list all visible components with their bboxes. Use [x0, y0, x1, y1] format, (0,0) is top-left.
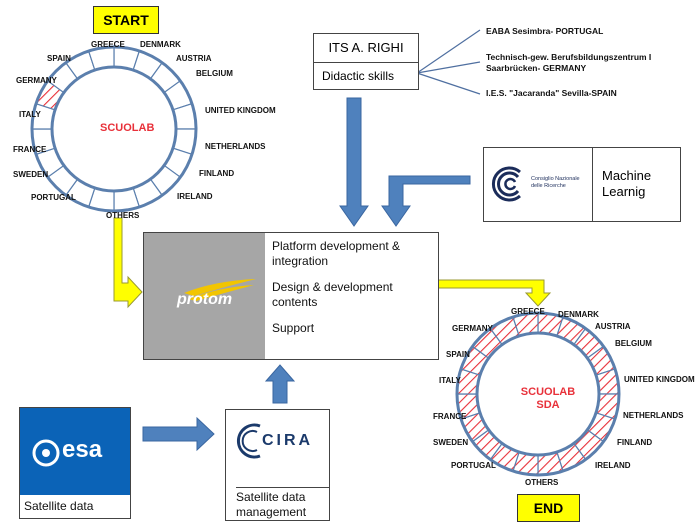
country-label: SWEDEN [13, 170, 49, 179]
cira-caption-line1: Satellite data [236, 490, 306, 504]
arrow-its-to-protom [339, 97, 369, 227]
scuolab-sda-label: SCUOLAB SDA [518, 386, 578, 412]
end-label: END [517, 494, 580, 522]
cira-caption: Satellite data management [236, 487, 329, 520]
school-saarbrucken-line1: Technisch-gew. Berufsbildungszentrum I [486, 52, 652, 62]
arrow-cnr-to-protom [381, 175, 471, 227]
start-label: START [93, 6, 159, 34]
esa-logo-text: esa [62, 436, 103, 463]
country-label: SWEDEN [433, 438, 469, 447]
protom-item-design: Design & development [272, 280, 393, 294]
country-label: OTHERS [525, 478, 559, 487]
country-label: GERMANY [452, 324, 493, 333]
country-label: BELGIUM [615, 339, 652, 348]
country-label: AUSTRIA [176, 54, 212, 63]
school-saarbrucken-line2: Saarbrücken- GERMANY [486, 63, 587, 73]
protom-item-contents: contents [272, 295, 318, 309]
cira-logo-icon [237, 423, 261, 459]
its-school-connector [416, 72, 481, 95]
protom-box: protom Platform development & integratio… [143, 232, 439, 360]
protom-items: Platform development & integration Desig… [272, 239, 400, 336]
country-label: PORTUGAL [31, 193, 76, 202]
cnr-logo-area: Consiglio Nazionale delle Ricerche [484, 148, 593, 221]
country-label: FRANCE [13, 145, 47, 154]
ring-group [455, 311, 621, 477]
country-label: NETHERLANDS [623, 411, 684, 420]
scuolab-sda-line2: SDA [536, 399, 560, 411]
its-school-connector [416, 29, 481, 74]
ring-outer [455, 311, 621, 477]
ring-inner [50, 65, 178, 193]
its-righi-box: ITS A. RIGHI Didactic skills [313, 33, 419, 90]
country-label: GREECE [511, 307, 545, 316]
country-label: DENMARK [558, 310, 599, 319]
cira-box: CIRA Satellite data management [225, 409, 330, 521]
ring-inner [475, 331, 601, 457]
country-label: ITALY [19, 110, 41, 119]
its-title: ITS A. RIGHI [314, 34, 418, 63]
esa-logo: esa [20, 408, 130, 495]
country-label: FINLAND [617, 438, 653, 447]
protom-logo-swoosh [184, 279, 256, 301]
school-sevilla: I.E.S. "Jacaranda" Sevilla-SPAIN [486, 88, 617, 98]
cnr-label-line1: Machine [602, 168, 652, 183]
cnr-logo-line1: Consiglio Nazionale [531, 176, 580, 182]
arrow-start-to-protom [113, 217, 143, 309]
protom-item-platform: Platform development & [272, 239, 401, 253]
country-label: OTHERS [106, 211, 140, 220]
country-label: FINLAND [199, 169, 235, 178]
country-label: BELGIUM [196, 69, 233, 78]
esa-box: esa Satellite data [19, 407, 131, 519]
scuolab-sda-line1: SCUOLAB [520, 386, 576, 398]
protom-item-support: Support [272, 321, 315, 335]
country-label: FRANCE [433, 412, 467, 421]
school-eaba: EABA Sesimbra- PORTUGAL [486, 26, 604, 36]
cnr-logo-line2: delle Ricerche [531, 183, 566, 189]
arrow-protom-to-end [436, 279, 552, 307]
country-label: IRELAND [177, 192, 213, 201]
protom-logo: protom [144, 233, 265, 359]
country-label: GERMANY [16, 76, 57, 85]
school-saarbrucken: Technisch-gew. Berufsbildungszentrum I S… [486, 52, 651, 74]
cira-caption-line2: management [236, 505, 307, 519]
cnr-logo-text: Consiglio Nazionale delle Ricerche [531, 176, 580, 190]
protom-logo-text: protom [177, 291, 233, 308]
country-label: PORTUGAL [451, 461, 496, 470]
esa-logo-icon [32, 439, 60, 467]
scuolab-start-label: SCUOLAB [100, 122, 155, 134]
cnr-logo-icon [491, 166, 521, 202]
cira-logo-text: CIRA [262, 432, 314, 449]
country-label: NETHERLANDS [205, 142, 266, 151]
protom-item-integration: integration [272, 254, 329, 268]
its-subtitle: Didactic skills [322, 69, 395, 83]
cnr-label: Machine Learnig [602, 168, 651, 200]
country-label: SPAIN [47, 54, 71, 63]
country-label: UNITED KINGDOM [205, 106, 276, 115]
country-label: DENMARK [140, 40, 181, 49]
ring-outer [30, 45, 198, 213]
country-label: ITALY [439, 376, 461, 385]
cnr-box: Consiglio Nazionale delle Ricerche Machi… [483, 147, 681, 222]
arrow-cira-to-protom [264, 364, 296, 404]
arrow-esa-to-cira [142, 416, 215, 452]
country-label: UNITED KINGDOM [624, 375, 695, 384]
country-label: SPAIN [446, 350, 470, 359]
country-label: GREECE [91, 40, 125, 49]
esa-caption: Satellite data [24, 499, 94, 513]
its-school-connector [416, 61, 481, 74]
country-label: IRELAND [595, 461, 631, 470]
country-label: AUSTRIA [595, 322, 631, 331]
ring-group [30, 45, 198, 213]
cnr-label-line2: Learnig [602, 184, 646, 199]
